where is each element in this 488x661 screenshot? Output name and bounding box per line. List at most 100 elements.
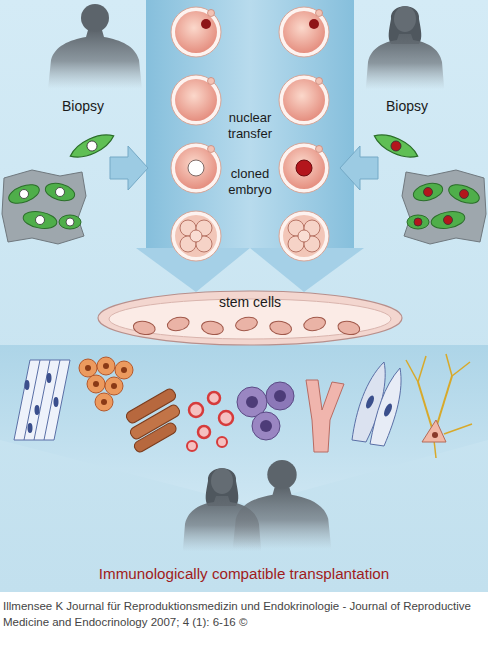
epithelial-cells (25, 380, 30, 390)
elongated-cells (382, 402, 393, 417)
biopsy-arrows (340, 146, 378, 190)
egg-nucleus (201, 19, 211, 29)
egg-cells (171, 143, 221, 193)
round-cells (246, 396, 258, 408)
glandular-cells (95, 393, 113, 411)
neuron (436, 376, 452, 428)
neuron (444, 424, 472, 434)
glandular-cells (79, 359, 97, 377)
round-cells (237, 382, 294, 440)
figure-caption: Illmensee K Journal für Reproduktionsmed… (3, 598, 483, 630)
stem-cell (337, 320, 361, 337)
egg-cells (279, 7, 329, 57)
somatic-cells (67, 129, 117, 163)
blood-cells (187, 441, 197, 451)
somatic-cells (2, 170, 86, 244)
epithelial-cells (44, 360, 60, 440)
blood-cells (189, 403, 203, 417)
cloned-embryo (279, 211, 329, 261)
elongated-cells (352, 362, 401, 446)
stem-cell (303, 315, 327, 332)
glandular-cells (87, 375, 105, 393)
glandular-cells (105, 377, 123, 395)
recipient-silhouettes (182, 460, 332, 561)
figure-title: Immunologically compatible transplantati… (0, 563, 488, 585)
round-cells (252, 412, 280, 440)
dish-label: stem cells (95, 294, 405, 310)
glandular-cells (111, 383, 117, 389)
epithelial-cells (35, 405, 40, 415)
blood-cells (198, 426, 210, 438)
egg-nucleus (309, 19, 319, 29)
epithelial-cells (24, 360, 40, 440)
donor-nucleus (296, 160, 312, 176)
text-label: nuclear transfer (215, 110, 285, 142)
neuron (446, 354, 452, 376)
egg-cells (279, 143, 329, 193)
stem-cell (166, 315, 190, 332)
muscle-cells (125, 387, 182, 453)
neuron (432, 432, 438, 438)
glandular-cells (79, 357, 133, 411)
somatic-cells (402, 170, 486, 244)
egg-cells (171, 7, 221, 57)
text-label: Biopsy (386, 98, 428, 114)
egg-cells (171, 7, 329, 261)
glandular-cells (121, 367, 127, 373)
donor-silhouettes (47, 4, 143, 99)
round-cells (274, 390, 286, 402)
cloned-embryo (175, 215, 217, 257)
blood-cells (208, 392, 220, 404)
stem-cell (132, 320, 156, 337)
lower-panel (0, 345, 488, 505)
glandular-cells (103, 363, 109, 369)
round-cells (266, 382, 294, 410)
vessel (306, 380, 344, 452)
glandular-cells (115, 361, 133, 379)
epithelial-cells (28, 423, 33, 433)
vessel (306, 380, 344, 452)
elongated-cells (364, 394, 375, 409)
cloned-embryo (298, 230, 310, 242)
glandular-cells (93, 381, 99, 387)
blood-cells (219, 411, 233, 425)
petri-dish: stem cells (95, 285, 405, 347)
glandular-cells (101, 399, 107, 405)
epithelial-cells (14, 360, 70, 440)
text-label: cloned embryo (215, 166, 285, 198)
cloned-embryo (171, 211, 221, 261)
neuron (406, 354, 472, 458)
process-arrows (136, 0, 364, 292)
egg-cells (279, 75, 329, 125)
stem-cell (269, 320, 293, 337)
neuron (418, 356, 426, 382)
biopsy-arrows (110, 146, 148, 190)
epithelial-cells (47, 373, 52, 383)
background-panel (0, 0, 488, 592)
cloned-embryo (171, 211, 221, 261)
muscle-cells (133, 421, 178, 454)
cloned-embryo (190, 230, 202, 242)
somatic-cells (371, 129, 421, 163)
cloned-embryo (283, 215, 325, 257)
donor-nucleus (188, 160, 204, 176)
neuron (434, 440, 436, 458)
epithelial-cells (54, 397, 59, 407)
recipient-silhouettes (232, 460, 333, 560)
blood-cells (187, 392, 233, 451)
egg-cells (171, 75, 221, 125)
stem-cell (234, 315, 258, 332)
epithelial-cells (34, 360, 50, 440)
blood-cells (217, 437, 227, 447)
lower-panel (0, 345, 488, 505)
neuron (422, 420, 446, 442)
glandular-cells (85, 365, 91, 371)
neuron (418, 382, 432, 428)
donor-silhouettes (365, 6, 445, 99)
glandular-cells (97, 357, 115, 375)
neuron (452, 362, 470, 376)
text-label: Biopsy (62, 98, 104, 114)
elongated-cells (370, 368, 401, 446)
neuron (406, 360, 418, 382)
